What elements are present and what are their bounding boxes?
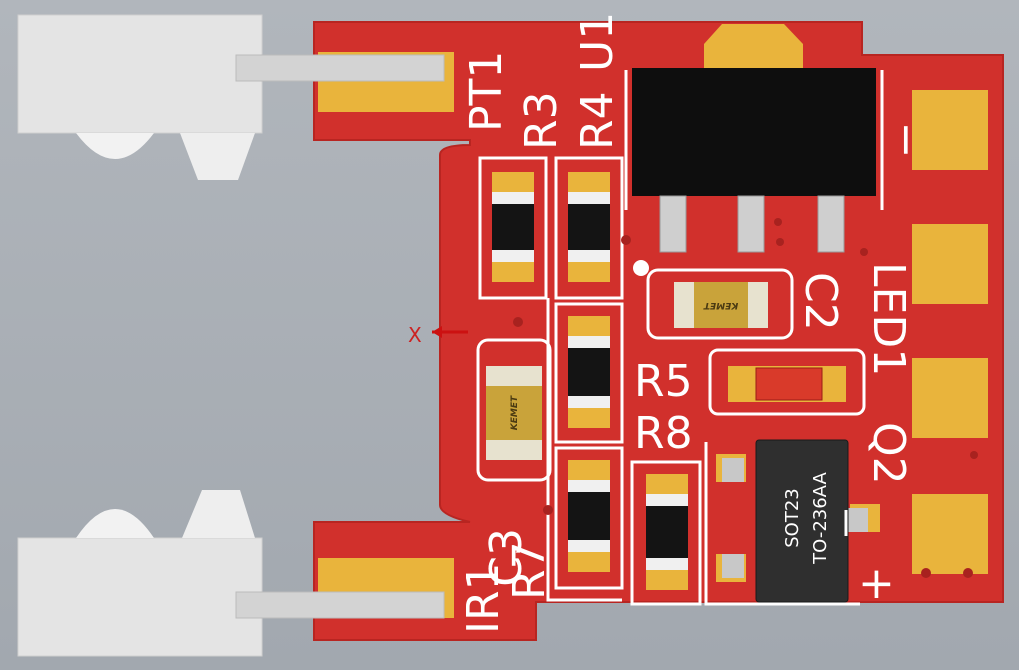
connector-pad-2 — [912, 224, 988, 304]
r5-resistor — [554, 302, 624, 444]
label-pt1: PT1 — [461, 51, 512, 132]
q2-marking-sot23: SOT23 — [782, 488, 803, 548]
led1-component — [708, 348, 866, 416]
label-r4: R4 — [572, 91, 623, 150]
c3-capacitor: KEMET — [476, 338, 552, 482]
label-ir1: IR1 — [458, 562, 509, 634]
label-led1: LED1 — [863, 262, 914, 376]
label-minus: − — [881, 122, 932, 159]
r4-resistor — [554, 156, 624, 300]
r3-resistor — [478, 156, 548, 300]
connector-pad-1 — [912, 90, 988, 170]
c3-kemet-text: KEMET — [510, 395, 520, 430]
label-plus: + — [858, 558, 895, 609]
q2-marking-to236: TO-236AA — [810, 471, 831, 564]
ir1-component — [17, 490, 445, 657]
connector-pad-4 — [912, 494, 988, 574]
r8-resistor — [630, 460, 702, 606]
label-q2: Q2 — [863, 422, 914, 485]
c2-capacitor: KEMET — [646, 268, 794, 340]
q2-transistor: SOT23 TO-236AA — [704, 439, 880, 606]
pt1-component — [17, 14, 445, 180]
silk-outline-left — [546, 298, 622, 602]
label-r8: R8 — [634, 408, 693, 459]
vias — [513, 218, 978, 515]
fiducial — [633, 260, 649, 276]
u1-body — [632, 68, 876, 196]
label-r7: R7 — [504, 541, 555, 600]
label-c3: C3 — [481, 528, 532, 587]
silk-outline-u1 — [624, 70, 884, 210]
connector-pad-3 — [912, 358, 988, 438]
label-r3: R3 — [516, 91, 567, 150]
r7-resistor — [554, 446, 624, 590]
origin-marker: X — [408, 323, 422, 347]
u1-tab-pad — [704, 24, 803, 72]
label-u1: U1 — [572, 12, 623, 72]
label-c2: C2 — [795, 272, 846, 331]
label-r5: R5 — [634, 356, 693, 407]
c2-kemet-text: KEMET — [703, 300, 738, 310]
